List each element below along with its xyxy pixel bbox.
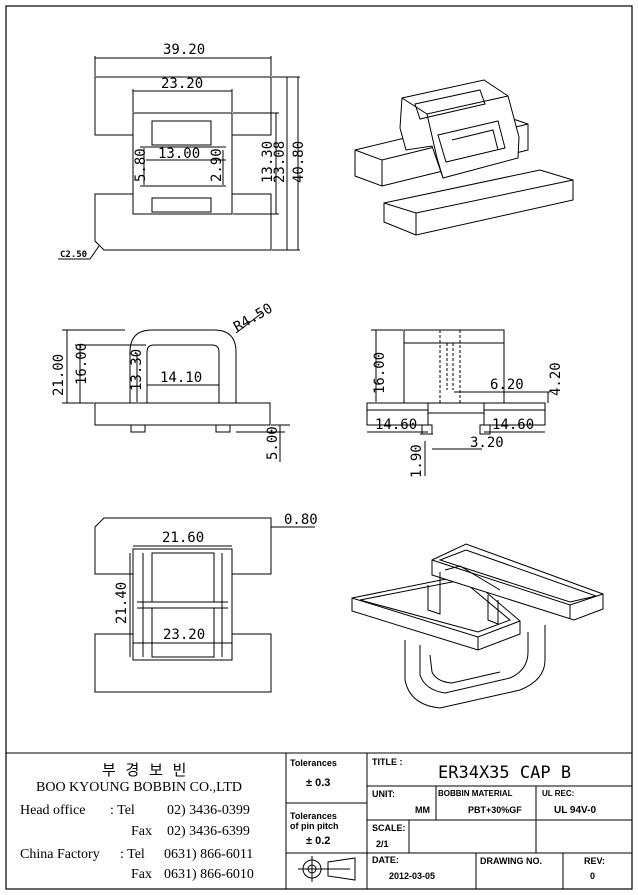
scale-value: 2/1 — [376, 839, 389, 849]
head-fax-label: Fax — [131, 824, 152, 839]
dim-top-slot-gap: 2.90 — [209, 148, 225, 182]
projection-symbol-icon — [298, 856, 356, 882]
head-office-label: Head office — [20, 803, 86, 818]
dim-top-inner-height: 13.30 — [260, 141, 276, 183]
top-view — [58, 56, 300, 260]
company-korean: 부 경 보 빈 — [102, 763, 190, 779]
date-label: DATE: — [372, 855, 399, 865]
dim-front-total-height: 21.00 — [51, 354, 67, 396]
tolerances-value: ± 0.3 — [306, 777, 331, 789]
isometric-view-top — [354, 79, 574, 236]
pin-pitch-label-2: of pin pitch — [290, 821, 339, 831]
company-name: BOO KYOUNG BOBBIN CO.,LTD — [36, 780, 242, 795]
dim-side-height: 16.00 — [372, 352, 388, 394]
pin-pitch-label-1: Tolerances — [290, 811, 337, 821]
date-value: 2012-03-05 — [389, 871, 436, 881]
dim-side-center-gap: 3.20 — [470, 435, 504, 451]
china-fax-label: Fax — [131, 867, 152, 882]
dim-bottom-width: 21.60 — [162, 530, 204, 546]
dim-top-slot-width: 13.00 — [158, 146, 200, 162]
dim-bottom-lower-width: 23.20 — [163, 627, 205, 643]
tolerances-label: Tolerances — [290, 758, 337, 768]
dim-side-pin-height: 1.90 — [409, 444, 425, 478]
unit-label: UNIT: — [372, 789, 395, 799]
scale-label: SCALE: — [372, 823, 406, 833]
isometric-view-bottom — [351, 543, 604, 709]
ul-rec-label: UL REC: — [542, 789, 575, 798]
title-block: 부 경 보 빈 BOO KYOUNG BOBBIN CO.,LTD Head o… — [6, 753, 632, 889]
head-tel: 02) 3436-0399 — [167, 803, 250, 818]
china-factory-label: China Factory — [20, 847, 100, 862]
head-tel-label: : Tel — [110, 803, 135, 818]
dim-top-slot-height: 5.80 — [133, 148, 149, 182]
dim-top-chamfer: C2.50 — [60, 250, 87, 260]
dim-front-inner-arch-height: 13.30 — [129, 349, 145, 391]
bobbin-material-label: BOBBIN MATERIAL — [438, 789, 513, 798]
drawing-no-label: DRAWING NO. — [480, 856, 542, 866]
dim-front-arch-height: 16.00 — [74, 343, 90, 385]
china-tel: 0631) 866-6011 — [164, 847, 254, 862]
dim-side-left-width: 14.60 — [375, 417, 417, 433]
title-label: TITLE : — [372, 757, 403, 767]
dim-top-overall-width: 39.20 — [163, 42, 205, 58]
bobbin-material-value: PBT+30%GF — [468, 805, 522, 815]
ul-rec-value: UL 94V-0 — [554, 805, 597, 816]
head-fax: 02) 3436-6399 — [167, 824, 250, 839]
dim-side-right-width: 14.60 — [492, 417, 534, 433]
dim-front-radius: R4.50 — [231, 301, 276, 336]
front-view — [62, 312, 290, 462]
title-block-grid — [6, 752, 632, 889]
drawing-title: ER34X35 CAP B — [438, 763, 572, 783]
bottom-view — [94, 517, 315, 693]
unit-value: MM — [415, 805, 430, 815]
sheet-border — [5, 5, 633, 890]
dim-side-slot-width: 6.20 — [490, 377, 524, 393]
pin-pitch-value: ± 0.2 — [306, 835, 331, 847]
dim-top-overall-height: 40.80 — [291, 141, 307, 183]
dim-bottom-height: 21.40 — [114, 582, 130, 624]
dim-top-center-height: 23.08 — [272, 141, 288, 183]
china-tel-label: : Tel — [120, 847, 145, 862]
dim-top-inner-width: 23.20 — [161, 76, 203, 92]
dim-front-pin-length: 5.00 — [265, 426, 281, 460]
rev-label: REV: — [584, 856, 606, 866]
dim-bottom-offset: 0.80 — [284, 512, 318, 528]
dim-side-base-height: 4.20 — [548, 362, 564, 396]
side-view — [366, 329, 550, 476]
dim-front-inner-width: 14.10 — [160, 370, 202, 386]
rev-value: 0 — [590, 871, 596, 881]
china-fax: 0631) 866-6010 — [164, 867, 254, 882]
